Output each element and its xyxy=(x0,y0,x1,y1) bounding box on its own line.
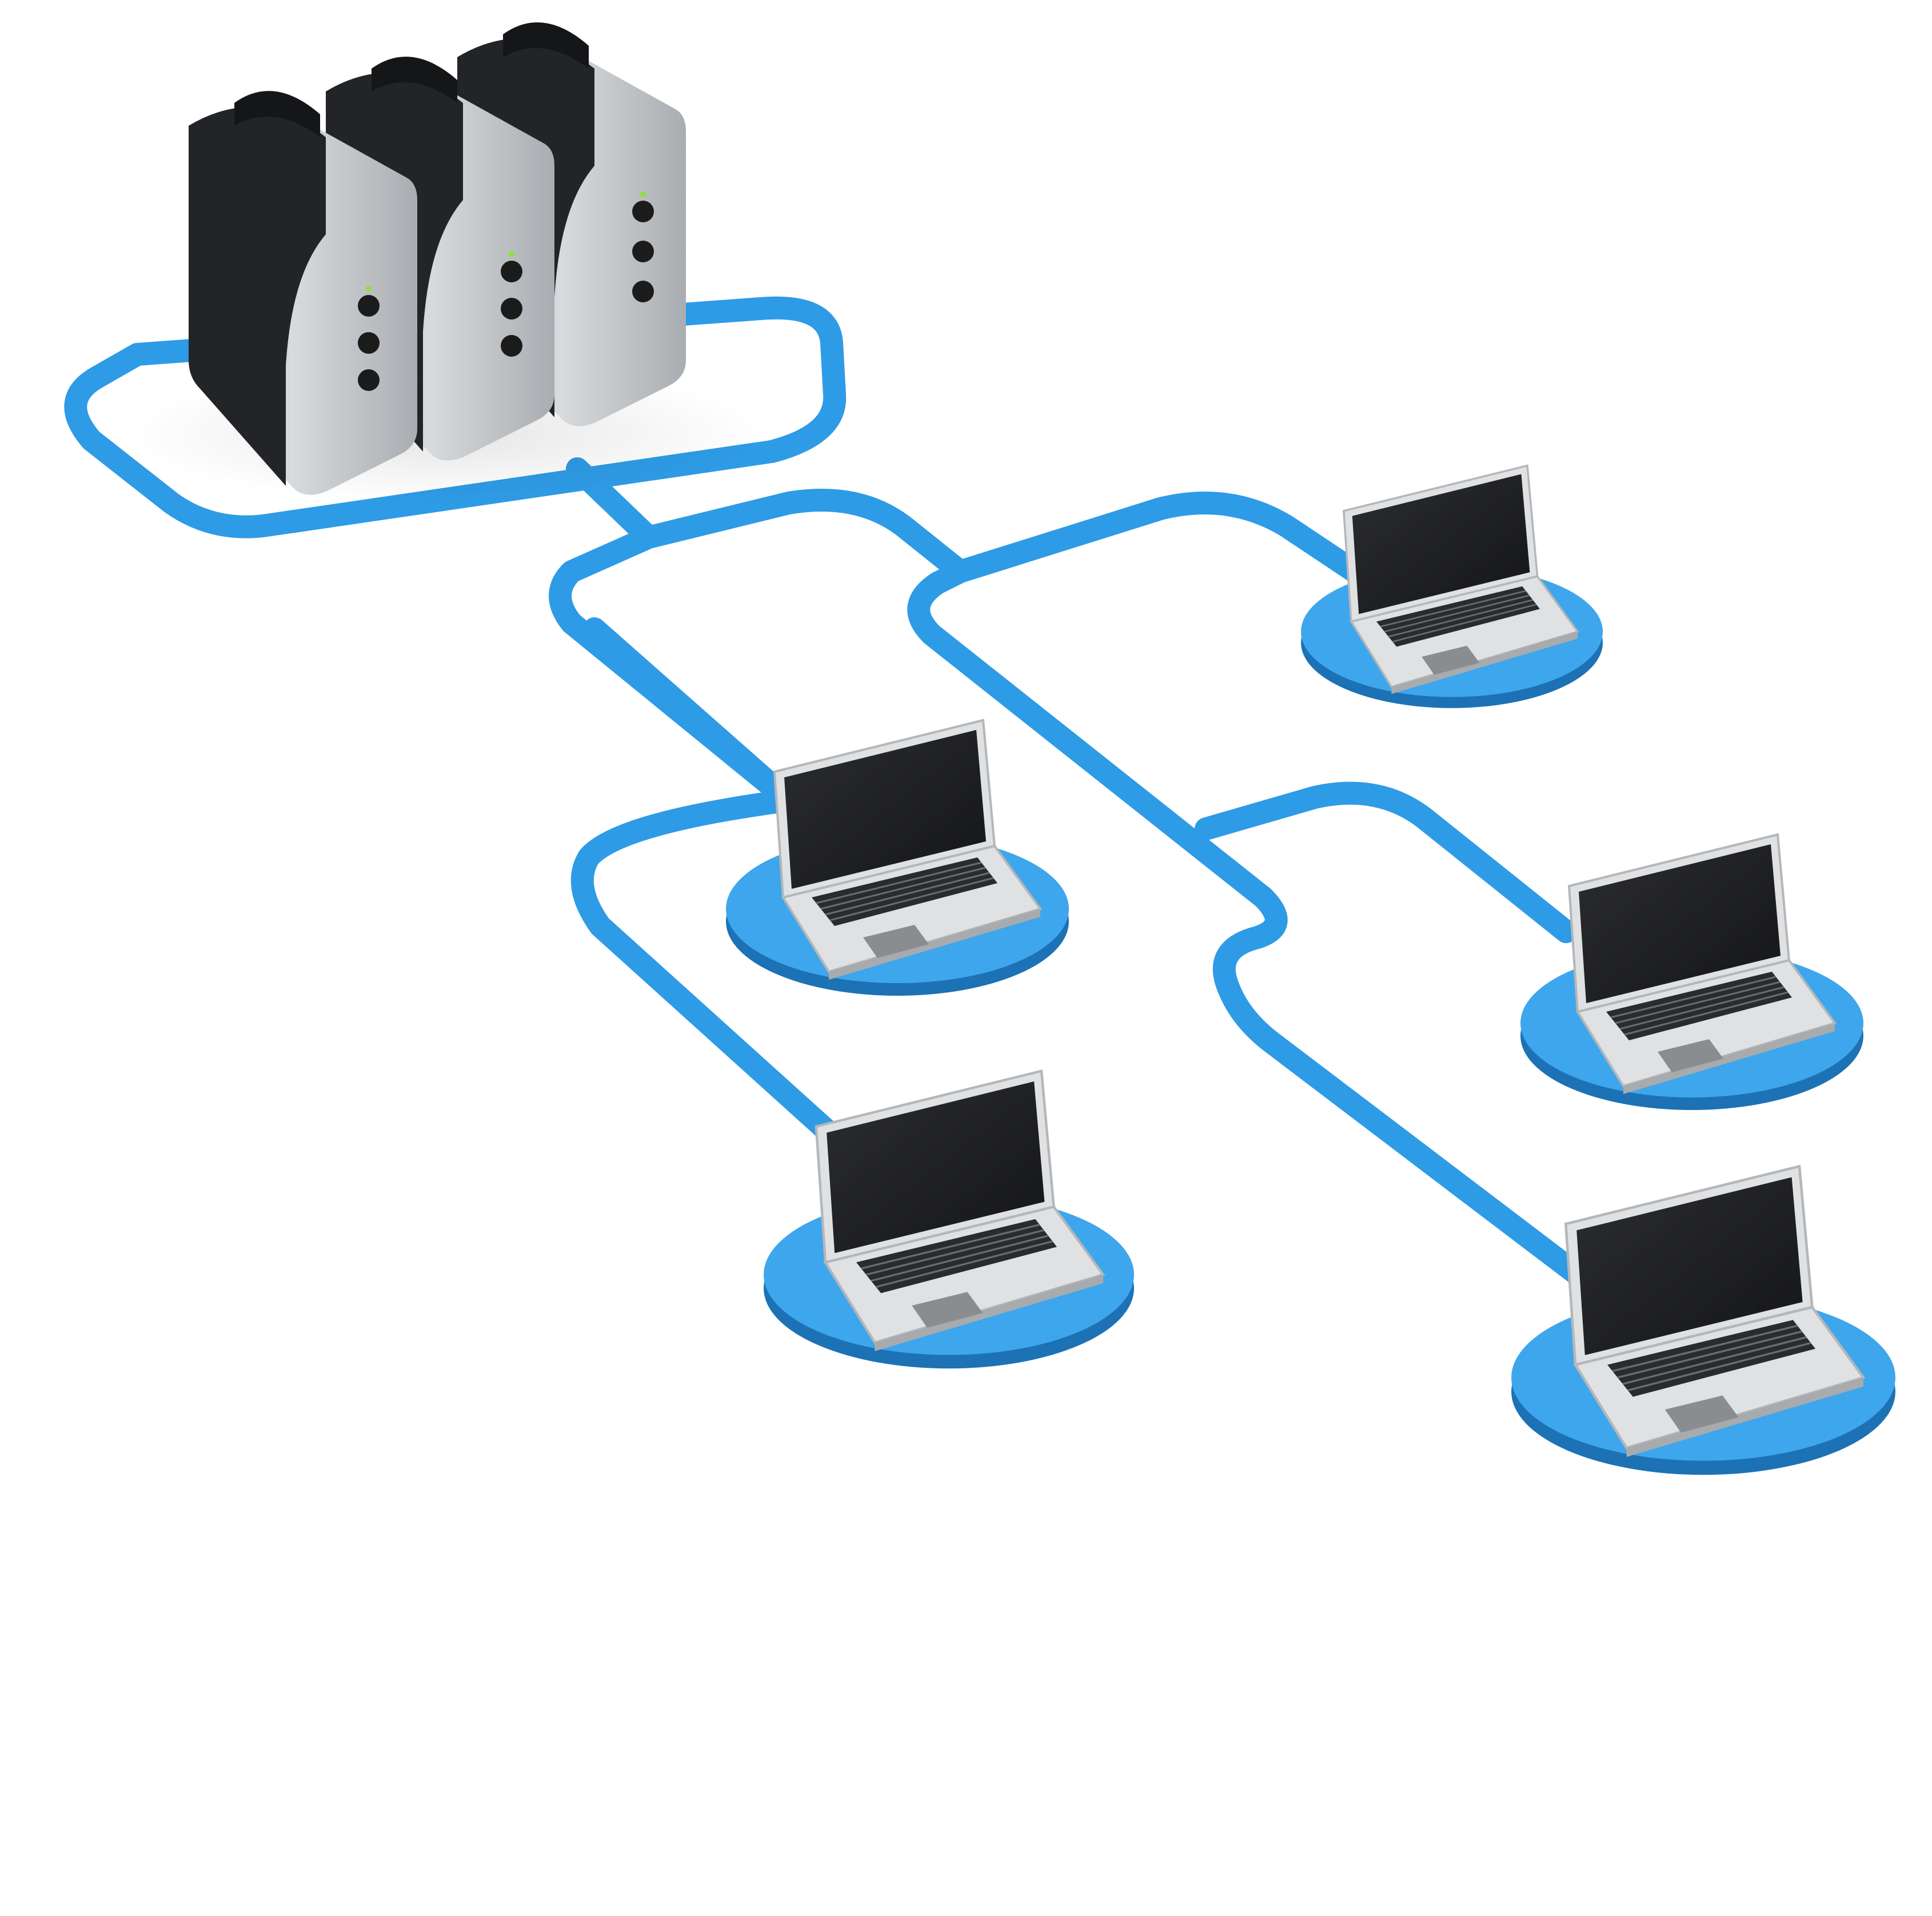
laptop-4 xyxy=(764,1069,1134,1369)
keyboard-row-line xyxy=(1619,986,1785,1030)
cable-top-layer xyxy=(64,296,1589,1286)
server-button xyxy=(632,201,654,222)
keyboard-row-line xyxy=(871,1235,1049,1282)
laptop-keyboard xyxy=(1607,1320,1815,1397)
keyboard-row-line xyxy=(1627,1342,1811,1392)
laptop-1 xyxy=(1301,464,1603,708)
laptop-3 xyxy=(1520,833,1863,1110)
server-led xyxy=(640,191,646,197)
laptop-base-edge xyxy=(1626,1378,1863,1457)
cable-laptop-1 xyxy=(637,489,972,583)
laptop-screen xyxy=(827,1081,1045,1254)
laptop-keyboard xyxy=(1376,586,1540,647)
keyboard-row-line xyxy=(876,1240,1053,1288)
keyboard-row-line xyxy=(1622,1336,1807,1385)
laptop-keyboard xyxy=(856,1219,1057,1294)
server-unit-handle xyxy=(372,57,457,103)
keyboard-row-line xyxy=(1624,991,1789,1036)
laptop-base-edge xyxy=(875,1275,1103,1351)
server-button xyxy=(358,295,380,317)
laptop-base-edge xyxy=(1623,1023,1835,1094)
keyboard-row-line xyxy=(825,872,990,916)
laptop-screen xyxy=(1579,844,1781,1003)
server-unit-handle xyxy=(503,22,589,69)
keyboard-row-line xyxy=(865,1229,1044,1276)
server-button xyxy=(501,335,522,357)
server-led xyxy=(366,286,372,292)
cable-laptop-2 xyxy=(583,617,800,812)
cable-mid-right xyxy=(1195,781,1578,943)
cable-right-diagonal xyxy=(907,560,1589,1286)
keyboard-row-line xyxy=(1380,590,1526,628)
laptop-trackpad xyxy=(863,925,929,958)
laptop-2 xyxy=(726,718,1069,996)
laptop-5 xyxy=(1511,1164,1895,1475)
keyboard-row-line xyxy=(1388,599,1534,638)
keyboard-row-line xyxy=(1384,594,1530,633)
laptop-trackpad xyxy=(912,1292,983,1328)
server-unit-handle xyxy=(234,91,320,137)
server-button xyxy=(358,369,380,391)
laptop-base-edge xyxy=(1391,632,1578,694)
keyboard-row-line xyxy=(829,877,994,921)
laptop-keyboard xyxy=(1606,972,1792,1040)
keyboard-row-line xyxy=(816,861,982,904)
laptop-screen xyxy=(784,730,986,889)
server-rack xyxy=(189,22,686,495)
cable-hub-loop xyxy=(549,526,846,1149)
server-led xyxy=(509,252,514,257)
laptop-trackpad xyxy=(1658,1039,1723,1072)
keyboard-row-line xyxy=(1392,604,1537,642)
keyboard-row-line xyxy=(861,1223,1040,1270)
laptop-nodes xyxy=(726,464,1895,1475)
keyboard-row-line xyxy=(820,867,986,910)
keyboard-row-line xyxy=(1617,1330,1802,1379)
keyboard-row-line xyxy=(1612,1324,1798,1372)
server-button xyxy=(632,241,654,262)
laptop-screen xyxy=(1576,1177,1803,1355)
laptop-keyboard xyxy=(812,857,997,926)
laptop-screen xyxy=(1352,474,1530,614)
cable-server-loop xyxy=(64,296,847,538)
server-unit-panel xyxy=(189,107,326,486)
server-button xyxy=(501,298,522,320)
laptop-trackpad xyxy=(1664,1395,1739,1433)
laptop-trackpad xyxy=(1422,645,1480,675)
server-button xyxy=(358,332,380,354)
keyboard-row-line xyxy=(1610,976,1777,1019)
cable-upper-right xyxy=(949,492,1366,583)
server-unit-front xyxy=(189,91,417,495)
server-button xyxy=(501,261,522,282)
keyboard-row-line xyxy=(1615,981,1781,1024)
network-cables xyxy=(64,296,1589,1286)
laptop-base-edge xyxy=(829,909,1040,980)
server-button xyxy=(632,281,654,302)
